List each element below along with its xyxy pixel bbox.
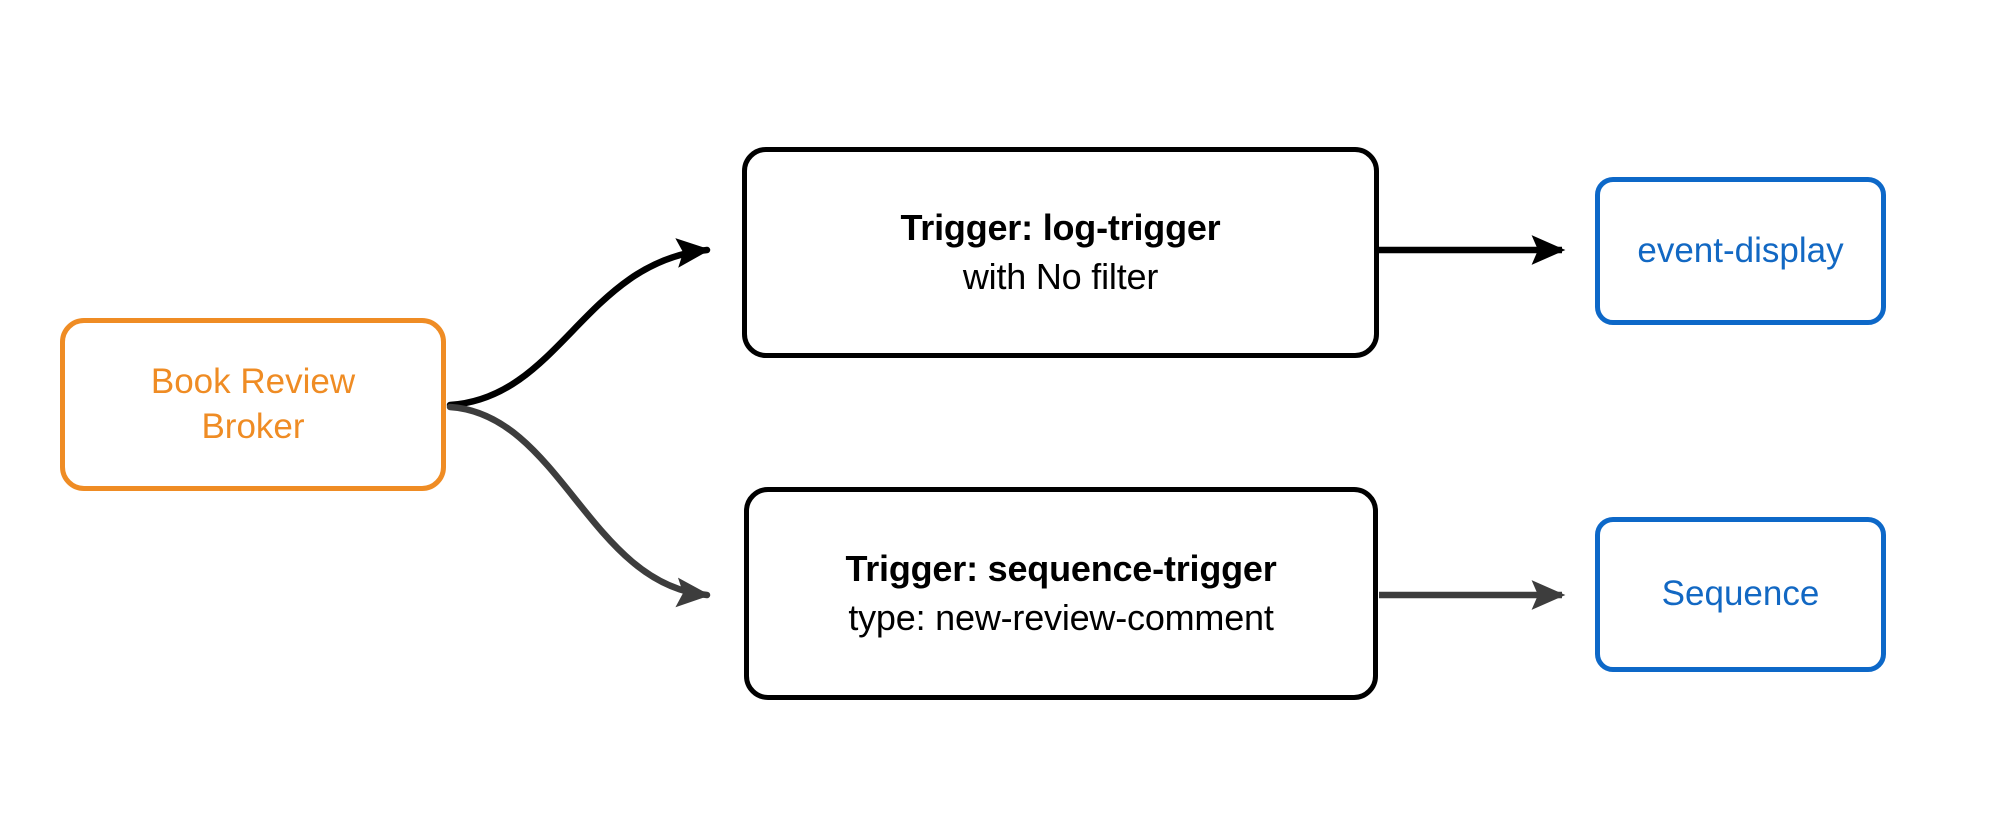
sequence-trigger-title: Trigger: sequence-trigger <box>845 547 1277 589</box>
edge-broker-to-log-trigger <box>446 238 711 409</box>
log-trigger-subtitle: with No filter <box>962 256 1159 297</box>
node-sequence-sink[interactable]: Sequence <box>1595 517 1886 672</box>
event-display-label: event-display <box>1637 230 1844 270</box>
log-trigger-title: Trigger: log-trigger <box>900 206 1221 248</box>
broker-label-line2: Broker <box>201 406 305 446</box>
node-event-display[interactable]: event-display <box>1595 177 1886 325</box>
node-sequence-trigger[interactable]: Trigger: sequence-trigger type: new-revi… <box>744 487 1378 700</box>
node-book-review-broker[interactable]: Book Review Broker <box>60 318 446 491</box>
sequence-sink-label: Sequence <box>1661 574 1820 614</box>
node-log-trigger[interactable]: Trigger: log-trigger with No filter <box>742 147 1379 358</box>
edge-broker-to-sequence-trigger <box>446 403 711 608</box>
sequence-trigger-subtitle: type: new-review-comment <box>848 597 1274 638</box>
broker-label-line1: Book Review <box>150 361 356 401</box>
